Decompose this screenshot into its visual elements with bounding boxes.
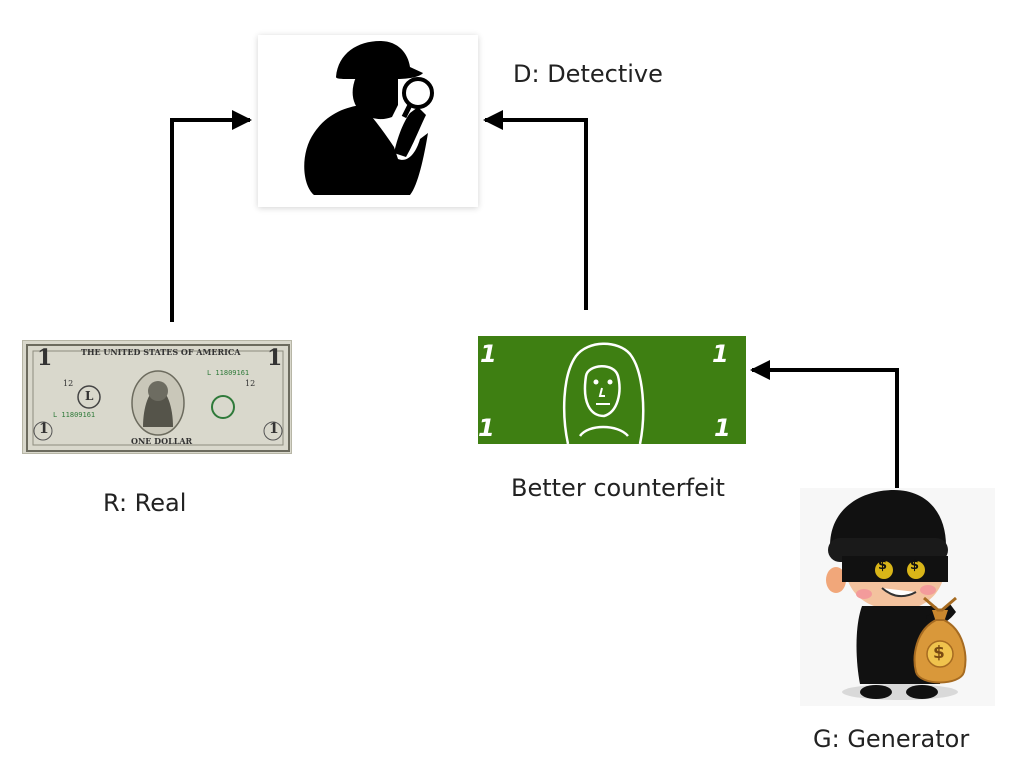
bill-header: THE UNITED STATES OF AMERICA [81,347,241,357]
bill-letter: L [85,389,94,403]
bill-denomination-top-right: 1 [267,345,283,371]
bill-denomination-top-left: 1 [37,345,53,371]
counterfeit-denomination-bottom-left: 1 [478,414,495,442]
thief-eye-right-symbol: $ [910,558,920,573]
arrow-counterfeit-to-detective [483,110,588,310]
bill-serial-right: L 11809161 [207,369,250,377]
bill-number-left: 12 [63,379,74,388]
generator-label: G: Generator [813,725,970,753]
money-bag-icon: $ [910,592,970,688]
detective-silhouette-icon [304,41,434,195]
detective-card [258,35,478,207]
bill-footer: ONE DOLLAR [131,436,193,446]
bill-denomination-bottom-right: 1 [269,421,279,437]
counterfeit-label: Better counterfeit [511,474,725,502]
counterfeit-denomination-bottom-right: 1 [714,414,731,442]
money-bag-symbol: $ [933,643,945,663]
detective-label: D: Detective [513,60,663,88]
counterfeit-denomination-top-left: 1 [480,340,497,368]
counterfeit-bill-icon: 1 1 1 1 [478,336,746,444]
arrow-real-to-detective [170,110,252,322]
arrow-generator-to-counterfeit [750,360,899,490]
dollar-bill-icon: THE UNITED STATES OF AMERICA 1 1 1 1 ONE… [22,340,292,454]
thief-eye-left-symbol: $ [878,558,888,573]
counterfeit-denomination-top-right: 1 [712,340,729,368]
thief-icon: $ $ $ [800,488,995,706]
real-label: R: Real [103,489,187,517]
bill-number-right: 12 [245,379,256,388]
bill-serial-left: L 11809161 [53,411,96,419]
bill-denomination-bottom-left: 1 [39,421,49,437]
